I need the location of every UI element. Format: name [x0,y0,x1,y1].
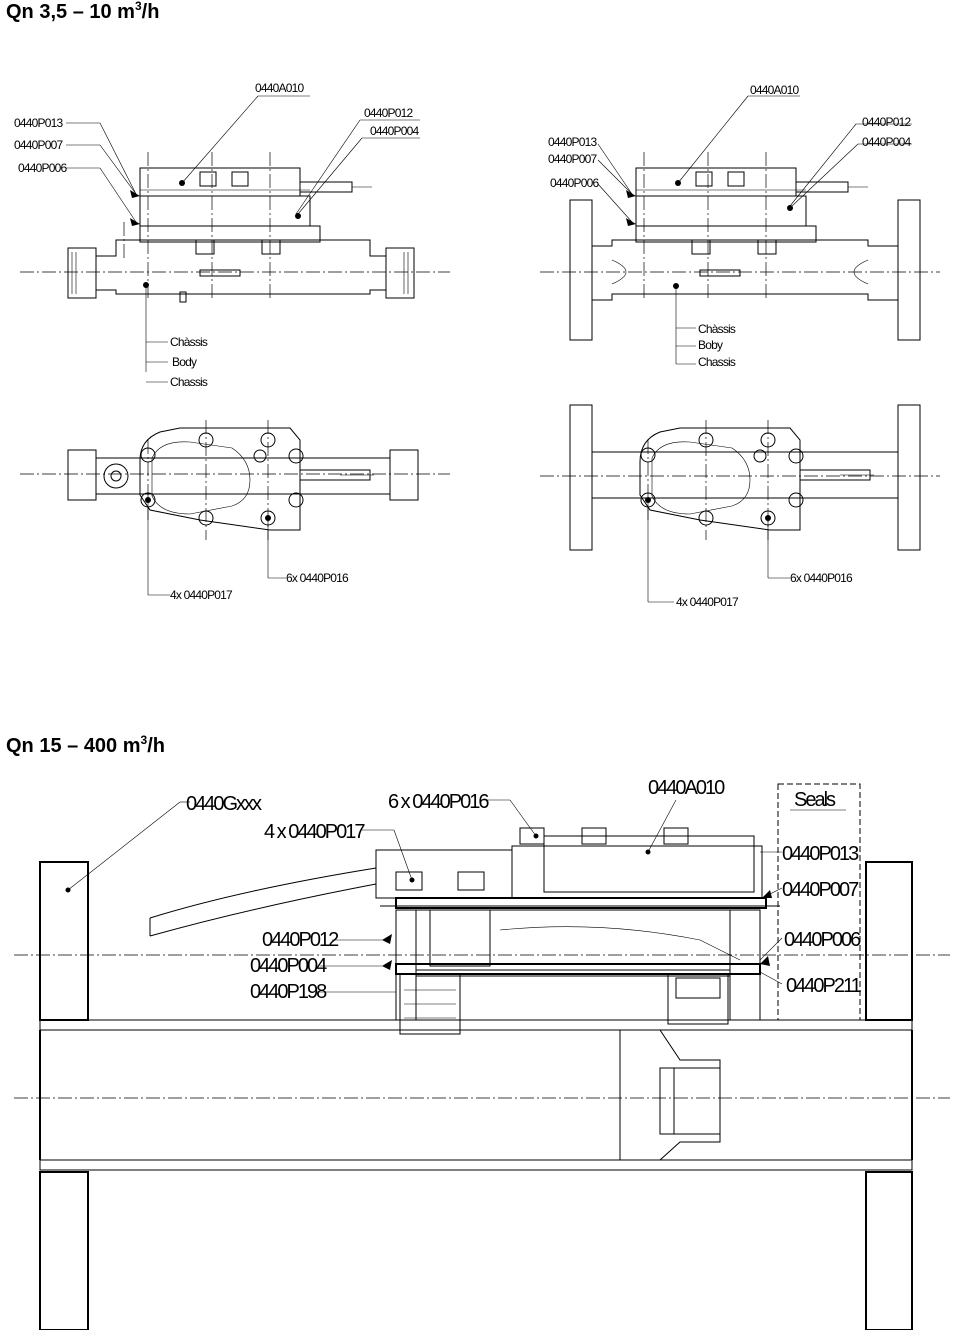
left-label-0440P004: 0440P004 [250,955,327,977]
v2-label-0440P007: 0440P007 [548,152,597,166]
plan-view-threaded-meter [20,420,450,596]
seal-label-0440P006: 0440P006 [784,929,861,951]
v1-body-label-3: Chassis [170,375,208,389]
plan-view-flanged-meter [540,404,940,603]
v2-body-label-1: Chàssis [698,322,736,336]
large-meter-section [14,783,950,1330]
v1-label-0440A010: 0440A010 [255,81,304,95]
p2-label-4x-0440P017: 4x 0440P017 [676,595,739,609]
left-label-0440P198: 0440P198 [250,981,327,1003]
section-title-large: Qn 15 – 400 m3/h [6,733,165,757]
label-0440A010: 0440A010 [648,777,725,799]
v2-label-0440P006: 0440P006 [550,176,599,190]
section-title-small: Qn 3,5 – 10 m3/h [6,0,159,23]
p2-label-6x-0440P016: 6x 0440P016 [790,571,853,585]
v1-label-0440P007: 0440P007 [14,138,63,152]
label-6x-0440P016: 6 x 0440P016 [388,791,489,813]
p1-label-4x-0440P017: 4x 0440P017 [170,588,233,602]
seal-label-0440P007: 0440P007 [782,879,859,901]
v2-body-label-2: Boby [698,338,723,352]
seals-title: Seals [794,789,836,811]
v1-label-0440P012: 0440P012 [364,106,413,120]
v2-label-0440P004: 0440P004 [862,135,911,149]
seal-label-0440P211: 0440P211 [786,975,862,997]
label-0440Gxxx: 0440Gxxx [186,793,262,815]
label-4x-0440P017: 4 x 0440P017 [264,821,365,843]
v2-label-0440A010: 0440A010 [750,83,799,97]
p1-label-6x-0440P016: 6x 0440P016 [286,571,349,585]
v1-body-label-1: Chàssis [170,335,208,349]
v2-label-0440P012: 0440P012 [862,115,911,129]
left-label-0440P012: 0440P012 [262,929,339,951]
v1-label-0440P013: 0440P013 [14,116,63,130]
v2-label-0440P013: 0440P013 [548,135,597,149]
v1-body-label-2: Body [172,355,197,369]
side-view-threaded-meter [20,95,450,383]
v2-body-label-3: Chassis [698,355,736,369]
seal-label-0440P013: 0440P013 [782,843,859,865]
side-view-flanged-meter [540,95,940,365]
v1-label-0440P004: 0440P004 [370,124,419,138]
v1-label-0440P006: 0440P006 [18,161,67,175]
